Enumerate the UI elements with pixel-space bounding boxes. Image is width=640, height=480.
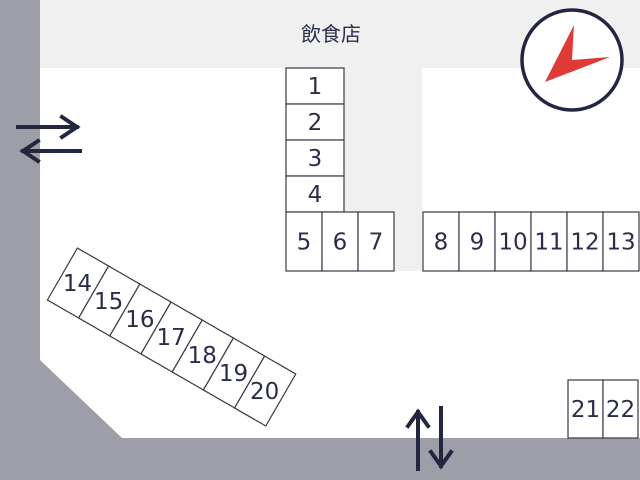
parking-space-outline bbox=[494, 211, 532, 272]
parking-space-6: 6 bbox=[321, 211, 359, 272]
parking-space-20: 20 bbox=[233, 355, 297, 427]
parking-space-number: 17 bbox=[156, 325, 185, 351]
parking-space-12: 12 bbox=[566, 211, 604, 272]
parking-space-8: 8 bbox=[422, 211, 460, 272]
parking-space-21: 21 bbox=[567, 379, 604, 439]
parking-space-outline bbox=[285, 103, 345, 141]
parking-space-outline bbox=[233, 355, 297, 427]
parking-space-number: 22 bbox=[606, 397, 635, 423]
parking-space-number: 3 bbox=[308, 146, 323, 172]
building-label: 飲食店 bbox=[301, 22, 361, 46]
parking-space-11: 11 bbox=[530, 211, 568, 272]
parking-space-7: 7 bbox=[357, 211, 395, 272]
parking-space-22: 22 bbox=[602, 379, 639, 439]
parking-space-1: 1 bbox=[285, 67, 345, 105]
parking-space-9: 9 bbox=[458, 211, 496, 272]
parking-space-19: 19 bbox=[202, 337, 266, 409]
parking-space-number: 7 bbox=[369, 230, 384, 256]
parking-space-number: 11 bbox=[534, 230, 563, 256]
parking-space-outline bbox=[602, 379, 639, 439]
parking-space-outline bbox=[357, 211, 395, 272]
parking-space-number: 18 bbox=[188, 343, 217, 369]
parking-space-number: 5 bbox=[297, 230, 312, 256]
parking-space-18: 18 bbox=[171, 319, 235, 391]
parking-space-3: 3 bbox=[285, 139, 345, 177]
parking-space-number: 4 bbox=[308, 182, 323, 208]
parking-space-number: 19 bbox=[219, 361, 248, 387]
parking-space-outline bbox=[458, 211, 496, 272]
two-way-horizontal-arrows-icon bbox=[16, 114, 82, 164]
parking-space-outline bbox=[422, 211, 460, 272]
parking-space-10: 10 bbox=[494, 211, 532, 272]
parking-space-number: 6 bbox=[333, 230, 348, 256]
two-way-vertical-arrows-icon bbox=[405, 406, 454, 471]
parking-space-number: 13 bbox=[606, 230, 635, 256]
parking-space-outline bbox=[285, 175, 345, 213]
parking-space-5: 5 bbox=[285, 211, 323, 272]
parking-space-number: 12 bbox=[570, 230, 599, 256]
parking-space-outline bbox=[530, 211, 568, 272]
parking-space-16: 16 bbox=[108, 283, 172, 355]
parking-space-outline bbox=[602, 211, 640, 272]
parking-space-4: 4 bbox=[285, 175, 345, 213]
parking-space-number: 10 bbox=[498, 230, 527, 256]
parking-space-number: 2 bbox=[308, 110, 323, 136]
parking-space-outline bbox=[321, 211, 359, 272]
parking-space-outline bbox=[566, 211, 604, 272]
parking-space-number: 1 bbox=[308, 74, 323, 100]
north-arrow-icon bbox=[520, 8, 624, 112]
parking-space-14: 14 bbox=[46, 247, 110, 319]
parking-space-number: 14 bbox=[63, 271, 92, 297]
parking-space-number: 20 bbox=[250, 379, 279, 405]
parking-space-number: 8 bbox=[434, 230, 449, 256]
parking-space-17: 17 bbox=[140, 301, 204, 373]
parking-space-number: 21 bbox=[571, 397, 600, 423]
parking-space-outline bbox=[285, 139, 345, 177]
parking-space-13: 13 bbox=[602, 211, 640, 272]
parking-space-2: 2 bbox=[285, 103, 345, 141]
parking-space-number: 9 bbox=[470, 230, 485, 256]
parking-space-number: 16 bbox=[125, 307, 154, 333]
parking-space-number: 15 bbox=[94, 289, 123, 315]
